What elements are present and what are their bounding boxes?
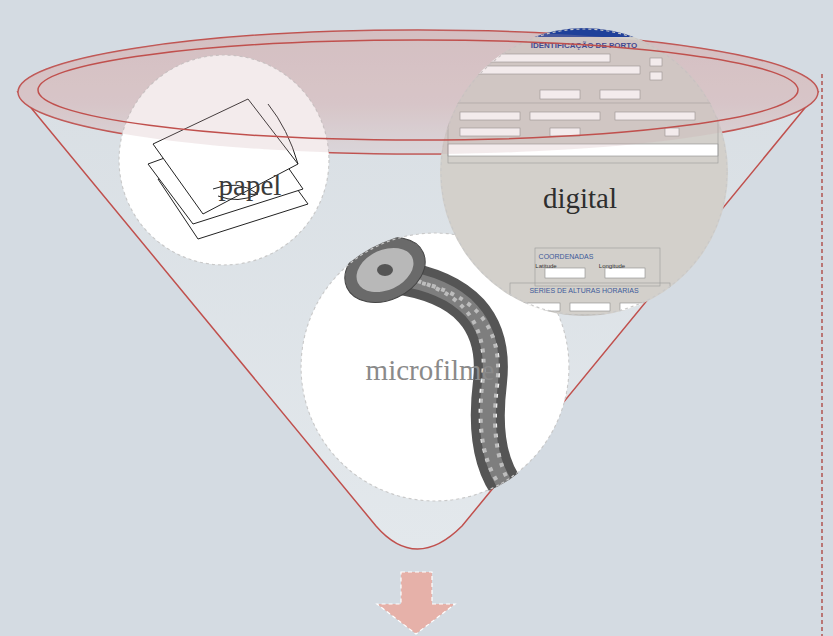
form-field — [460, 128, 520, 136]
circle-border — [301, 233, 569, 501]
paper-sheet — [153, 99, 298, 214]
node-label: microfilme — [366, 354, 495, 387]
circle-fill — [301, 233, 569, 501]
form-field — [650, 72, 662, 80]
circle-outline — [440, 28, 728, 316]
form-field — [650, 58, 662, 66]
form-frame — [448, 103, 718, 163]
form-field — [520, 303, 560, 311]
form-text: COORDENADAS — [539, 253, 594, 260]
form-field — [540, 90, 580, 99]
circle-border — [119, 55, 329, 265]
form-text: Latitude — [535, 263, 556, 269]
form-frame — [535, 248, 660, 286]
form-frame — [510, 283, 670, 315]
circle-node: papel — [118, 54, 330, 266]
form-field — [570, 303, 610, 311]
form-field — [545, 268, 585, 278]
dashed-line — [821, 74, 822, 636]
circle-outline — [118, 54, 330, 266]
form-field — [615, 112, 695, 120]
form-field — [530, 112, 600, 120]
form-field — [448, 144, 718, 156]
form-field — [665, 128, 679, 136]
film-reel — [334, 232, 522, 499]
node-label: papel — [219, 169, 282, 202]
form-field — [460, 54, 610, 62]
paper-curl — [268, 104, 298, 164]
circle-fill — [119, 55, 329, 265]
rim-tint — [18, 30, 818, 154]
form-screenshot — [440, 28, 728, 316]
form-text: IDENTIFICAÇÃO DE PORTO — [531, 41, 638, 50]
down-arrow — [377, 572, 455, 634]
form-field — [600, 90, 640, 99]
form-field — [605, 268, 645, 278]
circle-fill — [441, 29, 727, 315]
circle-border — [441, 29, 727, 315]
paper-sketch — [148, 99, 308, 239]
form-text: SERIES DE ALTURAS HORARIAS — [529, 287, 638, 294]
form-field — [550, 128, 580, 136]
node-label: digital — [543, 182, 617, 215]
form-field — [620, 303, 660, 311]
form-field — [460, 112, 520, 120]
funnel-inner-rim — [38, 40, 798, 140]
form-text: Longitude — [599, 263, 625, 269]
circle-node: digital IDENTIFICAÇÃO DE PORTO COORDENADAS… — [440, 28, 728, 316]
